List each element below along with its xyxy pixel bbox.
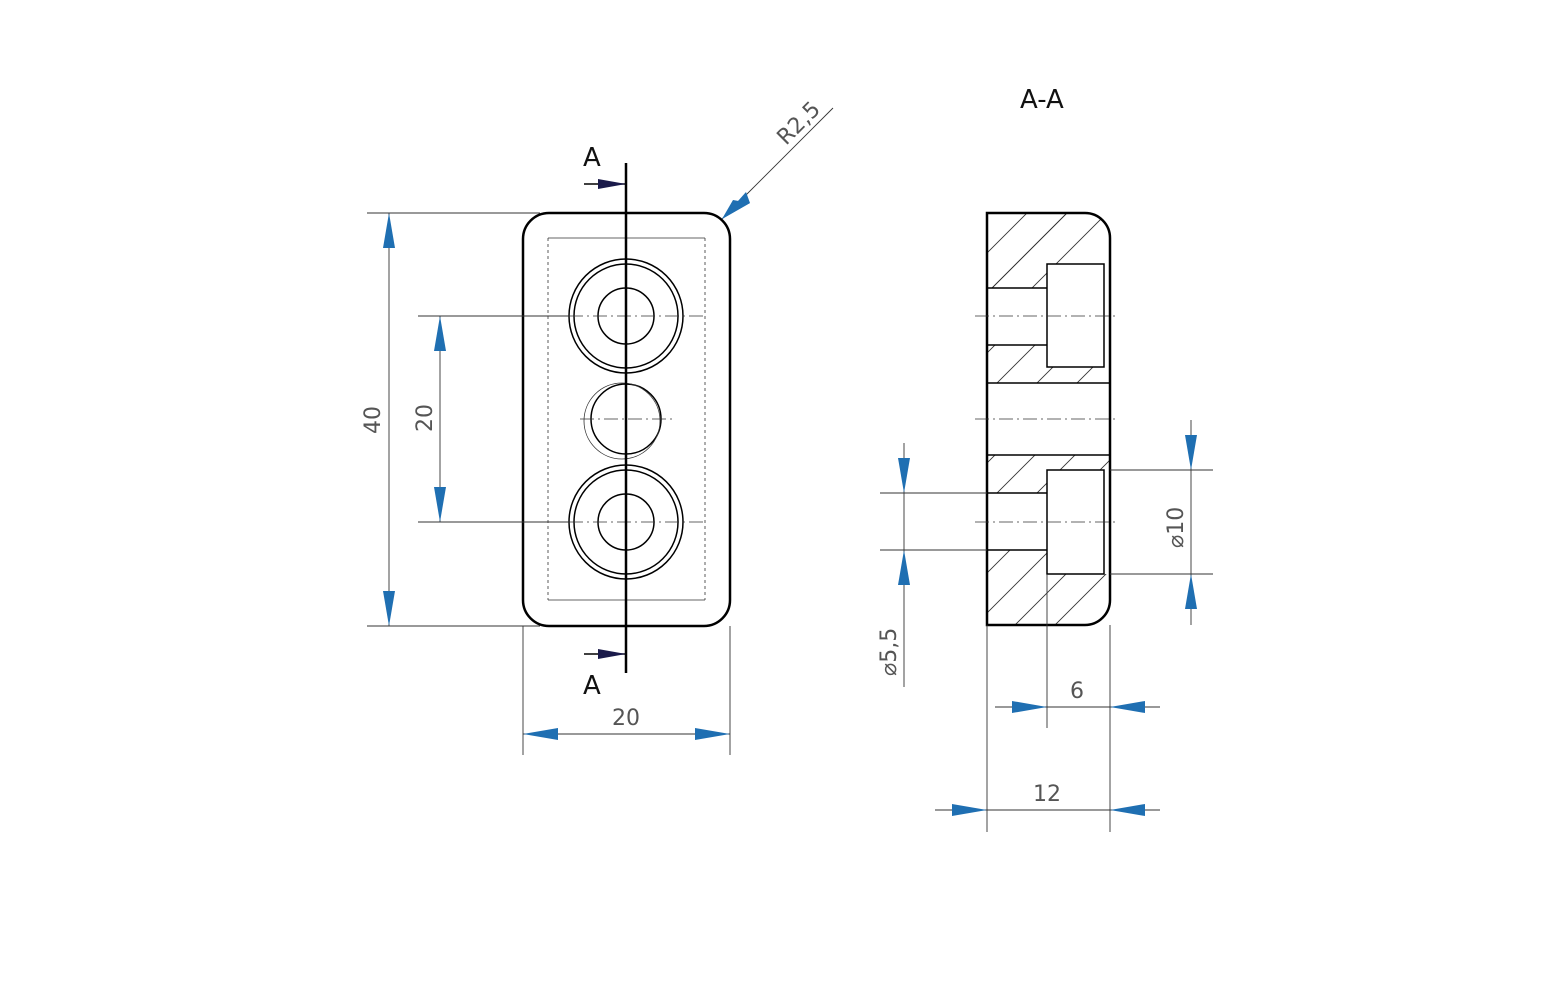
center-hole (580, 382, 675, 460)
section-view: A-A (877, 85, 1213, 832)
section-counterbore-top (975, 263, 1118, 368)
width-dimension (522, 626, 731, 755)
counterbore-diameter-dimension (1110, 420, 1213, 625)
hole-spacing-label: 20 (413, 404, 438, 432)
counterbore-depth-dimension (995, 574, 1160, 730)
thickness-dimension (935, 625, 1160, 832)
section-counterbore-bottom (975, 469, 1118, 575)
section-marker-bottom: A (583, 671, 601, 701)
counterbore-diameter-label: ⌀10 (1164, 507, 1189, 548)
section-center-hole (975, 382, 1118, 456)
width-label: 20 (612, 706, 640, 731)
counterbore-depth-label: 6 (1070, 679, 1084, 704)
hole-diameter-dimension (880, 443, 987, 687)
section-hatching (987, 213, 1110, 625)
section-outline (985, 211, 1112, 627)
thickness-label: 12 (1033, 782, 1061, 807)
hole-diameter-label: ⌀5,5 (877, 628, 902, 676)
height-label: 40 (361, 406, 386, 434)
section-arrow-bottom (584, 649, 626, 659)
radius-leader (721, 107, 834, 220)
section-title: A-A (1020, 85, 1064, 115)
section-marker-top: A (583, 143, 601, 173)
section-arrow-top (584, 179, 626, 189)
height-dimension (367, 212, 540, 627)
hole-spacing-dimension (418, 315, 570, 523)
front-view: A A R2,5 40 20 (361, 97, 834, 755)
